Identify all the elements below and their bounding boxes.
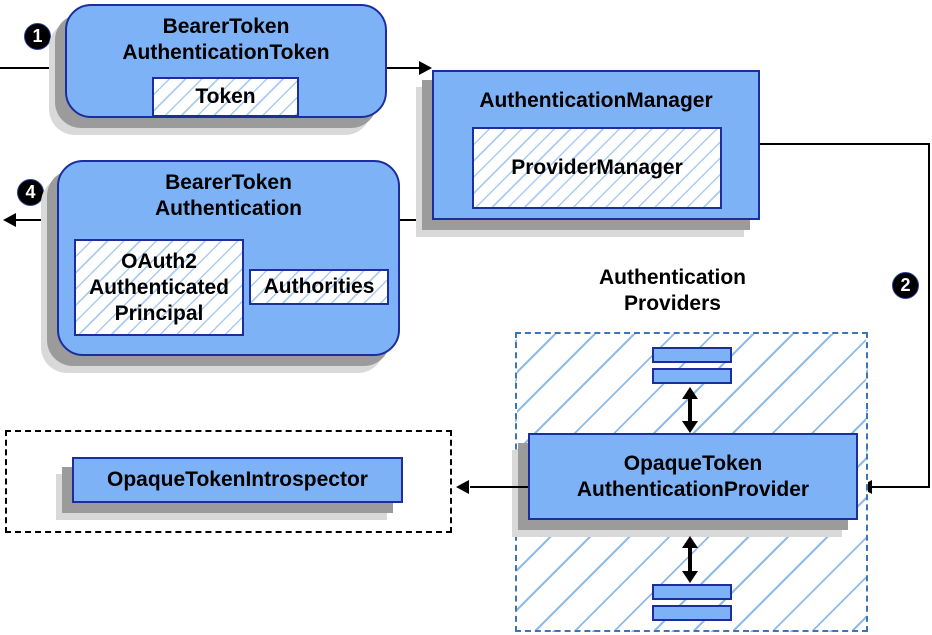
manager-to-provider-line-vertical: [928, 143, 930, 488]
bearer-token-authentication-node: BearerToken Authentication OAuth2 Authen…: [57, 160, 400, 356]
title-line-1: BearerToken: [165, 171, 292, 194]
step-2-label: 2: [900, 275, 911, 295]
other-provider-bar: [652, 347, 732, 363]
step-2-badge: 2: [892, 272, 919, 299]
authentication-out-arrowhead-icon: [3, 213, 16, 227]
token-chip: Token: [152, 77, 299, 117]
bearer-token-authentication-token-title: BearerToken AuthenticationToken: [67, 6, 385, 66]
arrow-up-head: [682, 387, 698, 399]
arrow-down-head: [682, 421, 698, 433]
token-to-manager-arrowhead-icon: [419, 61, 432, 75]
other-provider-bar: [652, 605, 732, 621]
provider-manager-chip-label: ProviderManager: [511, 156, 683, 179]
authentication-manager-title: AuthenticationManager: [434, 72, 758, 114]
manager-to-provider-line-bottom: [872, 486, 930, 488]
title-line-2: Authentication: [155, 197, 302, 220]
bearer-token-authentication-title: BearerToken Authentication: [59, 162, 398, 222]
manager-to-provider-line-top: [760, 143, 930, 145]
authorities-chip-label: Authorities: [263, 275, 375, 298]
step-1-label: 1: [32, 26, 43, 46]
manager-to-authentication-line: [400, 219, 432, 221]
double-arrow-icon: [682, 536, 698, 583]
token-to-manager-line: [387, 67, 420, 69]
arrow-up-head: [682, 536, 698, 548]
other-provider-bar: [652, 584, 732, 600]
step-4-badge: 4: [17, 179, 44, 206]
principal-line-1: OAuth2: [121, 249, 197, 273]
opaque-token-authentication-provider-node: OpaqueToken AuthenticationProvider: [528, 433, 858, 520]
arrow-stem: [688, 545, 692, 574]
provider-manager-chip: ProviderManager: [472, 127, 722, 209]
incoming-request-line: [0, 67, 65, 69]
opaque-token-introspector-node: OpaqueTokenIntrospector: [72, 457, 403, 503]
step-4-label: 4: [25, 182, 36, 202]
authorities-chip: Authorities: [249, 269, 389, 305]
other-provider-bar: [652, 368, 732, 384]
label-line-2: Providers: [624, 292, 721, 315]
arrow-down-head: [682, 571, 698, 583]
title-line-2: AuthenticationProvider: [576, 477, 810, 501]
introspector-label: OpaqueTokenIntrospector: [107, 468, 368, 491]
provider-to-introspector-line: [470, 486, 528, 488]
authentication-manager-node: AuthenticationManager ProviderManager: [432, 70, 760, 220]
principal-line-2: Authenticated: [88, 275, 229, 299]
authentication-out-line: [16, 219, 57, 221]
label-line-1: Authentication: [599, 266, 746, 289]
token-chip-label: Token: [195, 85, 256, 108]
provider-to-introspector-arrowhead-icon: [456, 480, 469, 494]
principal-line-3: Principal: [114, 301, 204, 325]
title-line-1: OpaqueToken: [623, 451, 763, 475]
oauth2-authenticated-principal-chip: OAuth2 Authenticated Principal: [74, 239, 244, 336]
step-1-badge: 1: [24, 23, 51, 50]
bearer-token-authentication-token-node: BearerToken AuthenticationToken Token: [65, 4, 387, 118]
arrow-stem: [688, 396, 692, 424]
title-line: AuthenticationManager: [479, 89, 713, 112]
authentication-providers-label: Authentication Providers: [555, 265, 790, 317]
title-line-2: AuthenticationToken: [122, 41, 330, 64]
double-arrow-icon: [682, 387, 698, 433]
title-line-1: BearerToken: [162, 15, 290, 38]
